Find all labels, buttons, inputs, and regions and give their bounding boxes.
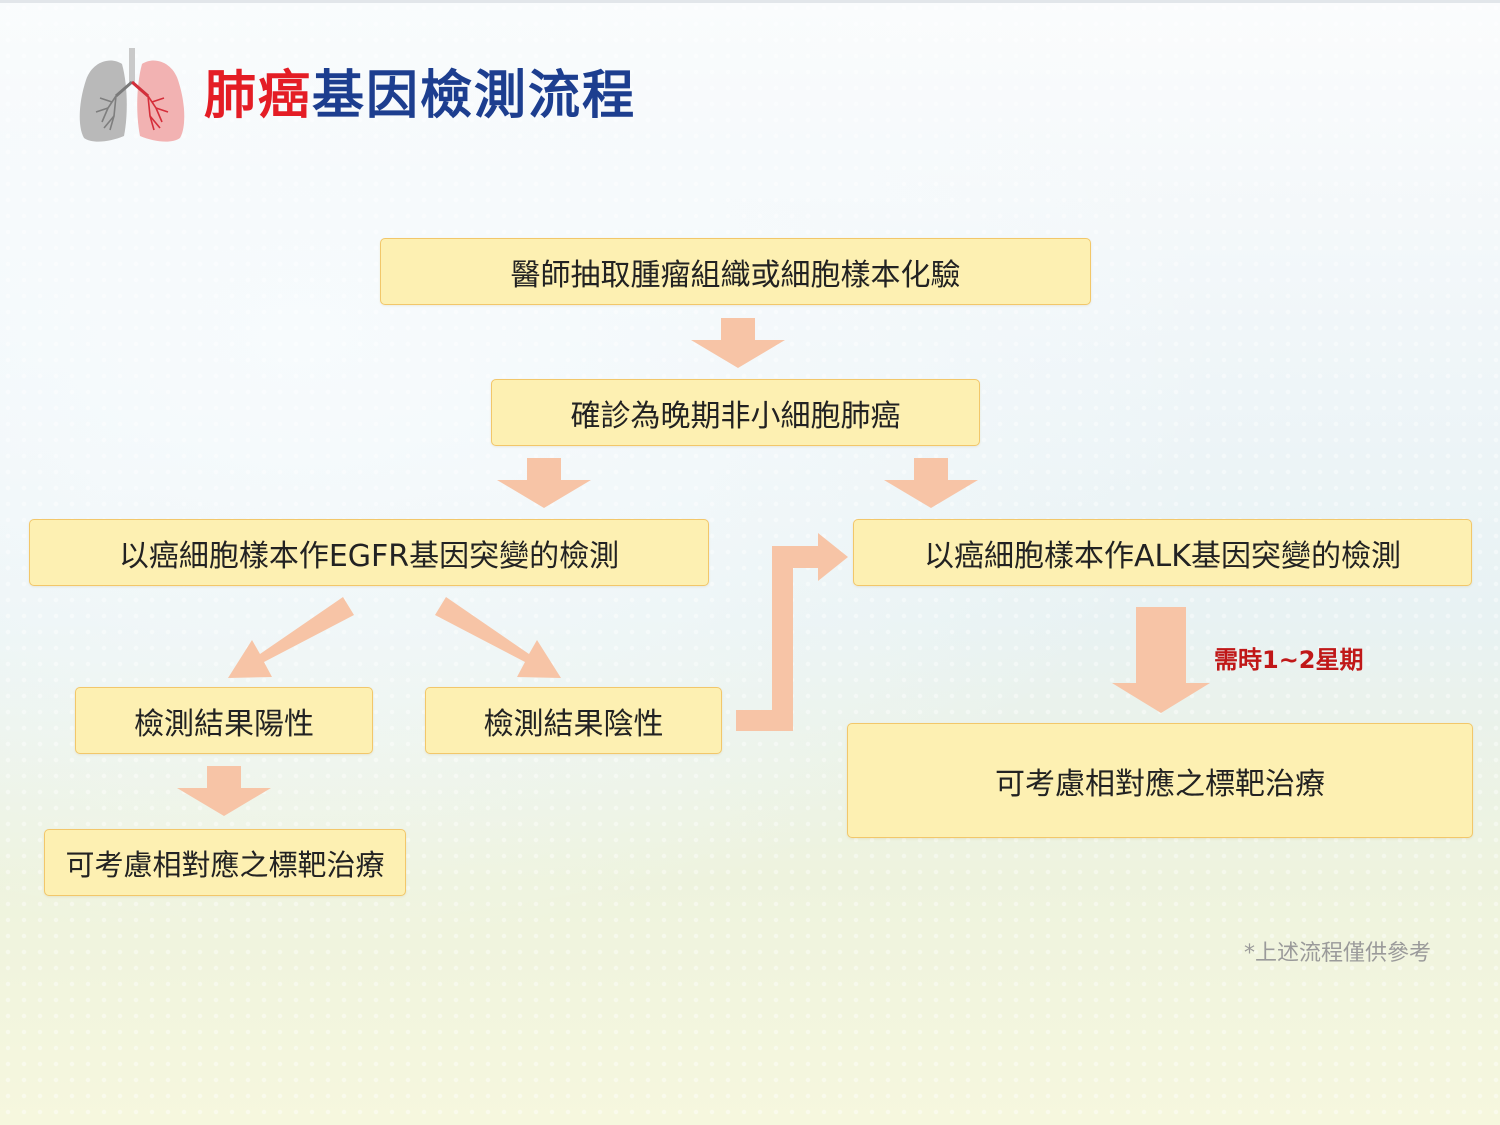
arrow-diag-negative [435,597,561,678]
arrow-down-long [1112,607,1210,713]
lungs-icon [79,48,185,142]
result-positive: 檢測結果陽性 [75,687,373,754]
targeted-therapy-left: 可考慮相對應之標靶治療 [44,829,406,896]
header: 肺癌基因檢測流程 [74,46,636,146]
arrow-down-alk [884,458,978,508]
top-border [0,0,1500,3]
step-alk-test: 以癌細胞樣本作ALK基因突變的檢測 [853,519,1472,586]
title-gene-testing: 基因檢測流程 [312,66,637,126]
result-negative: 檢測結果陰性 [425,687,722,754]
step-diagnosis: 確診為晚期非小細胞肺癌 [491,379,980,446]
targeted-therapy-right: 可考慮相對應之標靶治療 [847,723,1473,838]
arrow-elbow-alk [736,533,848,731]
step-egfr-test: 以癌細胞樣本作EGFR基因突變的檢測 [29,519,709,586]
page-title: 肺癌基因檢測流程 [204,70,636,122]
step-sample-collection: 醫師抽取腫瘤組織或細胞樣本化驗 [380,238,1091,305]
arrow-diag-positive [228,597,354,678]
duration-note: 需時1~2星期 [1214,646,1364,674]
arrow-down-1 [691,318,785,368]
footnote: *上述流程僅供參考 [1244,941,1432,966]
arrow-down-egfr [497,458,591,508]
title-lung-cancer: 肺癌 [204,66,313,126]
arrow-down-positive [177,766,271,816]
